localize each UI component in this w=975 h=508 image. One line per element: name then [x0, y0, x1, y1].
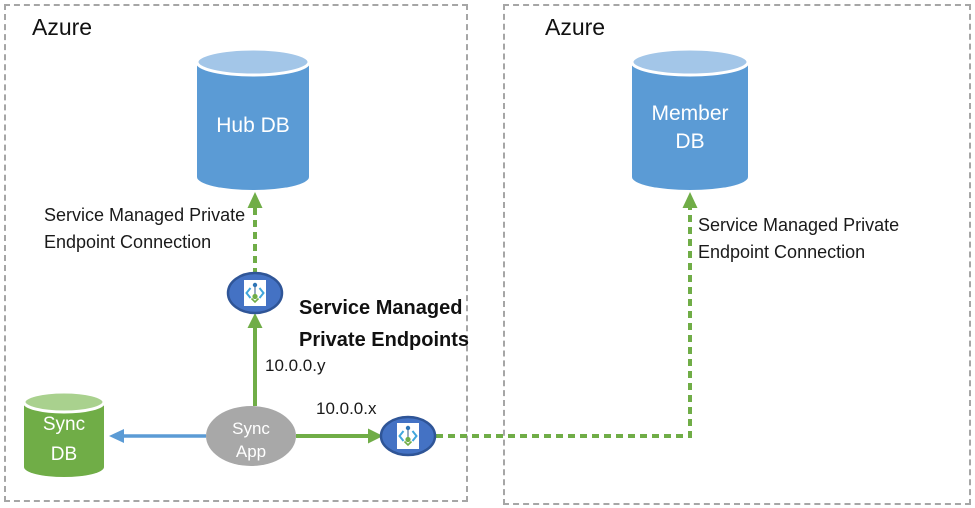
- private-endpoints-title: Service Managed Private Endpoints: [299, 297, 470, 351]
- sync-db-label: Sync DB: [42, 414, 86, 465]
- ip-label-member-endpoint: 10.0.0.x: [316, 399, 377, 418]
- hub-db-label: Hub DB: [216, 114, 290, 137]
- hub-connection-annotation: Service Managed Private Endpoint Connect…: [44, 205, 246, 252]
- member-db-label: Member DB: [651, 102, 729, 153]
- member-connection-annotation: Service Managed Private Endpoint Connect…: [698, 215, 900, 262]
- azure-region-right-label: Azure: [545, 14, 606, 40]
- sync-app-label: Sync App: [232, 419, 270, 461]
- azure-region-left-label: Azure: [32, 14, 93, 40]
- ip-label-hub-endpoint: 10.0.0.y: [265, 356, 326, 375]
